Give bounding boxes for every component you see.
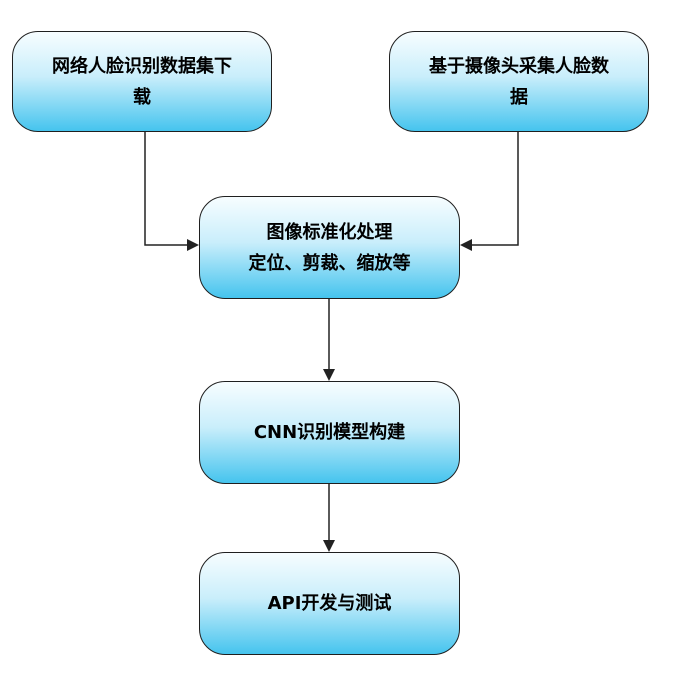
node-label-line: 据 (510, 86, 528, 108)
node-label-line: 定位、剪裁、缩放等 (248, 252, 411, 274)
node-cnn-model: CNN识别模型构建 (199, 381, 460, 484)
node-image-standardization: 图像标准化处理 定位、剪裁、缩放等 (199, 196, 460, 299)
edge-camera-to-standardization (460, 132, 519, 251)
node-label-line: 基于摄像头采集人脸数 (429, 55, 609, 77)
node-camera-capture: 基于摄像头采集人脸数 据 (389, 31, 649, 132)
node-label-line: 网络人脸识别数据集下 (52, 55, 232, 77)
node-label-line: API开发与测试 (267, 593, 392, 614)
node-label-line: 图像标准化处理 (266, 221, 393, 243)
node-label-line: CNN识别模型构建 (253, 422, 406, 443)
node-dataset-download: 网络人脸识别数据集下 载 (12, 31, 272, 132)
node-label-line: 载 (133, 86, 151, 108)
edge-dataset-to-standardization (144, 132, 199, 251)
node-api-dev: API开发与测试 (199, 552, 460, 655)
